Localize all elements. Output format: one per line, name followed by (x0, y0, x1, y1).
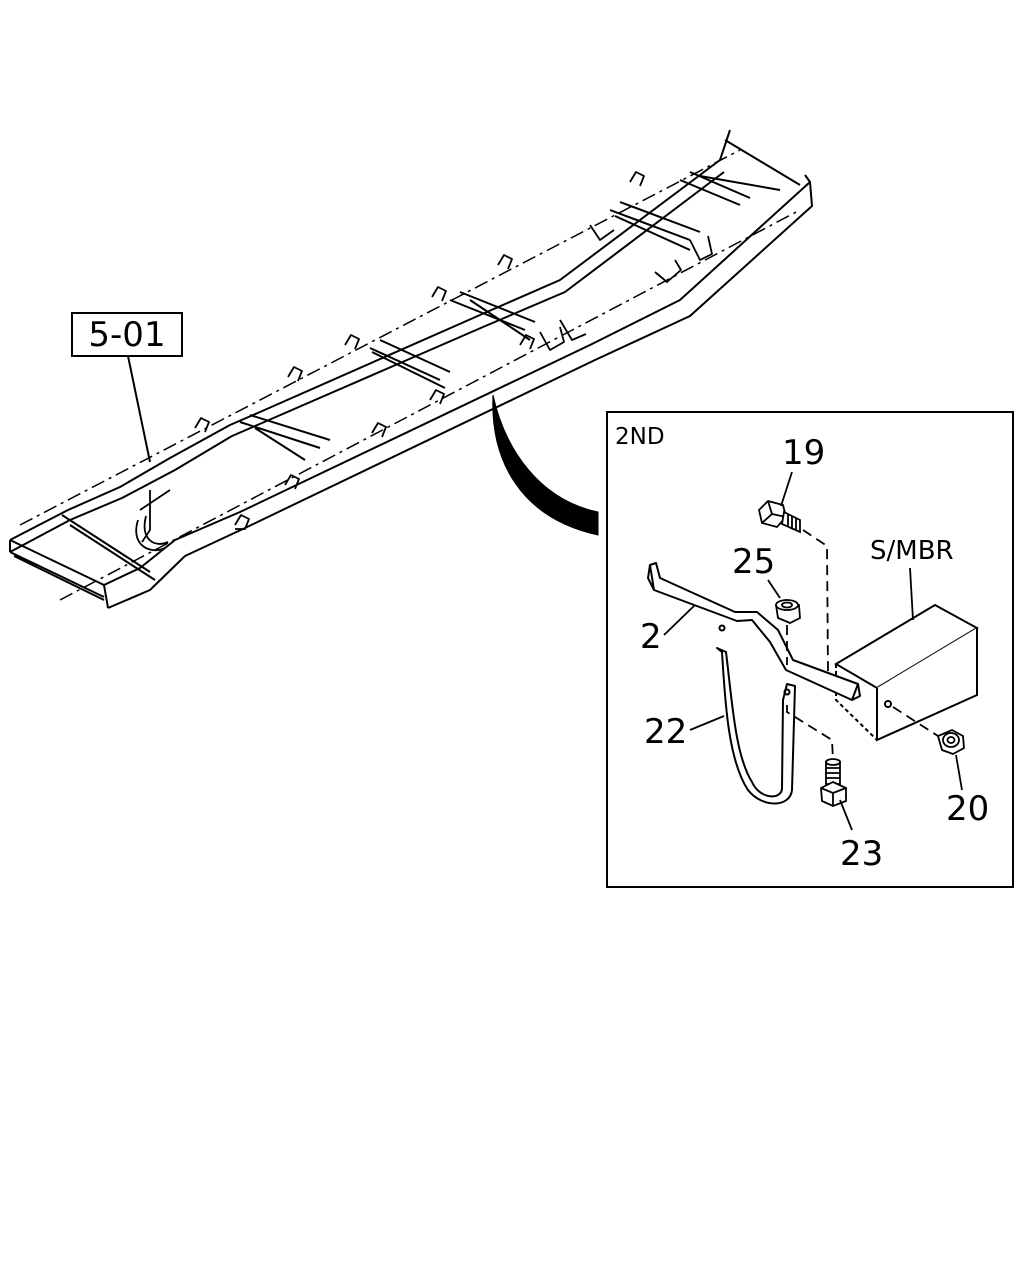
assembly-lines (786, 529, 939, 761)
crossmember-2 (239, 414, 331, 461)
callout-labels: 19 25 2 22 20 23 (640, 433, 989, 874)
callout-19: 19 (782, 433, 825, 473)
ref-box-leader (127, 355, 151, 463)
rear-crossmember (9, 539, 105, 601)
callout-2: 2 (640, 617, 662, 657)
detail-view: 2ND S/MBR (606, 411, 1014, 888)
part-23-bolt (820, 758, 847, 807)
crossmember-1 (61, 514, 156, 581)
ref-box-label: 5-01 (88, 315, 165, 355)
left-side-rail (9, 129, 731, 553)
crossmember-4 (449, 291, 536, 341)
frame-center-line (19, 149, 801, 601)
part-19-bolt (758, 499, 801, 534)
callout-25: 25 (732, 542, 775, 582)
crossmember-front (679, 139, 801, 206)
part-22-strap (716, 647, 796, 805)
detail-pointer-arrow (492, 394, 599, 536)
subassembly-label: S/MBR (870, 536, 954, 566)
callout-23: 23 (840, 834, 883, 874)
part-25-nut (775, 599, 801, 624)
part-2-bracket (647, 562, 861, 701)
ref-box-5-01[interactable]: 5-01 (71, 312, 183, 357)
callout-leaders (663, 471, 963, 831)
right-side-rail (103, 174, 813, 609)
callout-22: 22 (644, 712, 687, 752)
chassis-frame (9, 129, 813, 609)
crossmember-3 (369, 339, 451, 389)
subassembly-block (834, 603, 980, 742)
frame-brackets (139, 171, 713, 543)
part-20-nut (936, 729, 965, 755)
detail-view-label: 2ND (615, 424, 665, 450)
subassembly-leader (909, 567, 914, 621)
crossmember-5 (609, 201, 701, 251)
frame-pipe (135, 515, 169, 552)
callout-20: 20 (946, 789, 989, 829)
